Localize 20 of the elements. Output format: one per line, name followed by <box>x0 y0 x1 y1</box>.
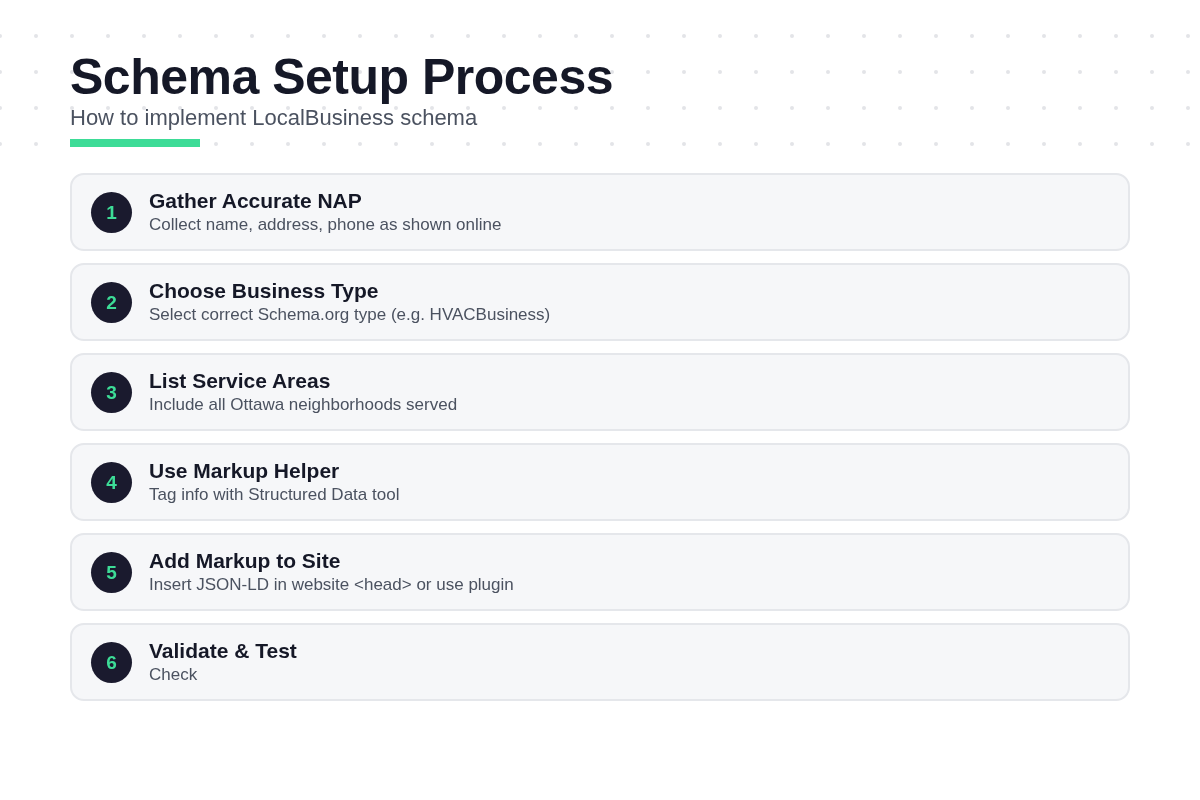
step-title: List Service Areas <box>149 368 332 394</box>
step-title: Validate & Test <box>149 638 297 664</box>
step-title: Choose Business Type <box>149 278 380 304</box>
step-card <box>70 353 1130 431</box>
step-card <box>70 443 1130 521</box>
diagram-title: Schema Setup Process <box>70 52 614 102</box>
step-description: Select correct Schema.org type (e.g. HVACBusiness) <box>149 304 551 326</box>
subtitle: How to implement LocalBusiness schema <box>70 107 479 129</box>
step-description: Tag info with Structured Data tool <box>149 484 400 506</box>
step-description: Include all Ottawa neighborhoods served <box>149 394 458 416</box>
step-description: Check <box>149 664 199 686</box>
step-card <box>70 173 1130 251</box>
step-card <box>70 263 1130 341</box>
step-title: Add Markup to Site <box>149 548 342 574</box>
step-description: Collect name, address, phone as shown online <box>149 214 502 236</box>
step-card <box>70 533 1130 611</box>
step-description: Insert JSON-LD in website <head> or use plugin <box>149 574 514 596</box>
step-card <box>70 623 1130 701</box>
step-title: Gather Accurate NAP <box>149 188 363 214</box>
step-title: Use Markup Helper <box>149 458 341 484</box>
